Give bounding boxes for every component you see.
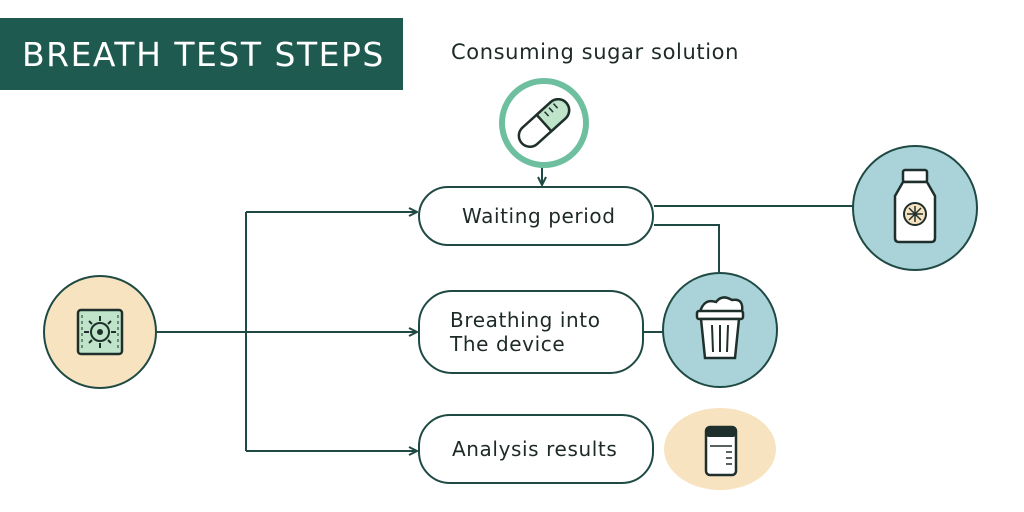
page-title-text: BREATH TEST STEPS (22, 34, 385, 74)
step-analysis-results: Analysis results (418, 414, 654, 484)
bottle-icon (852, 145, 978, 271)
capsule-icon (499, 78, 589, 168)
step-breathing-into-device: Breathing into The device (418, 290, 644, 374)
waste-bin-icon (662, 272, 778, 388)
page-title: BREATH TEST STEPS (0, 18, 403, 90)
sugar-solution-caption: Consuming sugar solution (451, 40, 739, 64)
step-breathing-line-1: Breathing into (450, 308, 601, 332)
step-waiting-label: Waiting period (462, 204, 616, 228)
step-waiting-period: Waiting period (418, 186, 654, 246)
breath-device-icon (43, 275, 157, 389)
step-breathing-label: Breathing into The device (450, 308, 601, 356)
sample-tube-icon (664, 408, 776, 490)
waiting-to-bin-line (654, 224, 720, 282)
step-analysis-label: Analysis results (452, 437, 618, 461)
step-breathing-line-2: The device (450, 332, 566, 356)
branch-connector (157, 212, 416, 451)
